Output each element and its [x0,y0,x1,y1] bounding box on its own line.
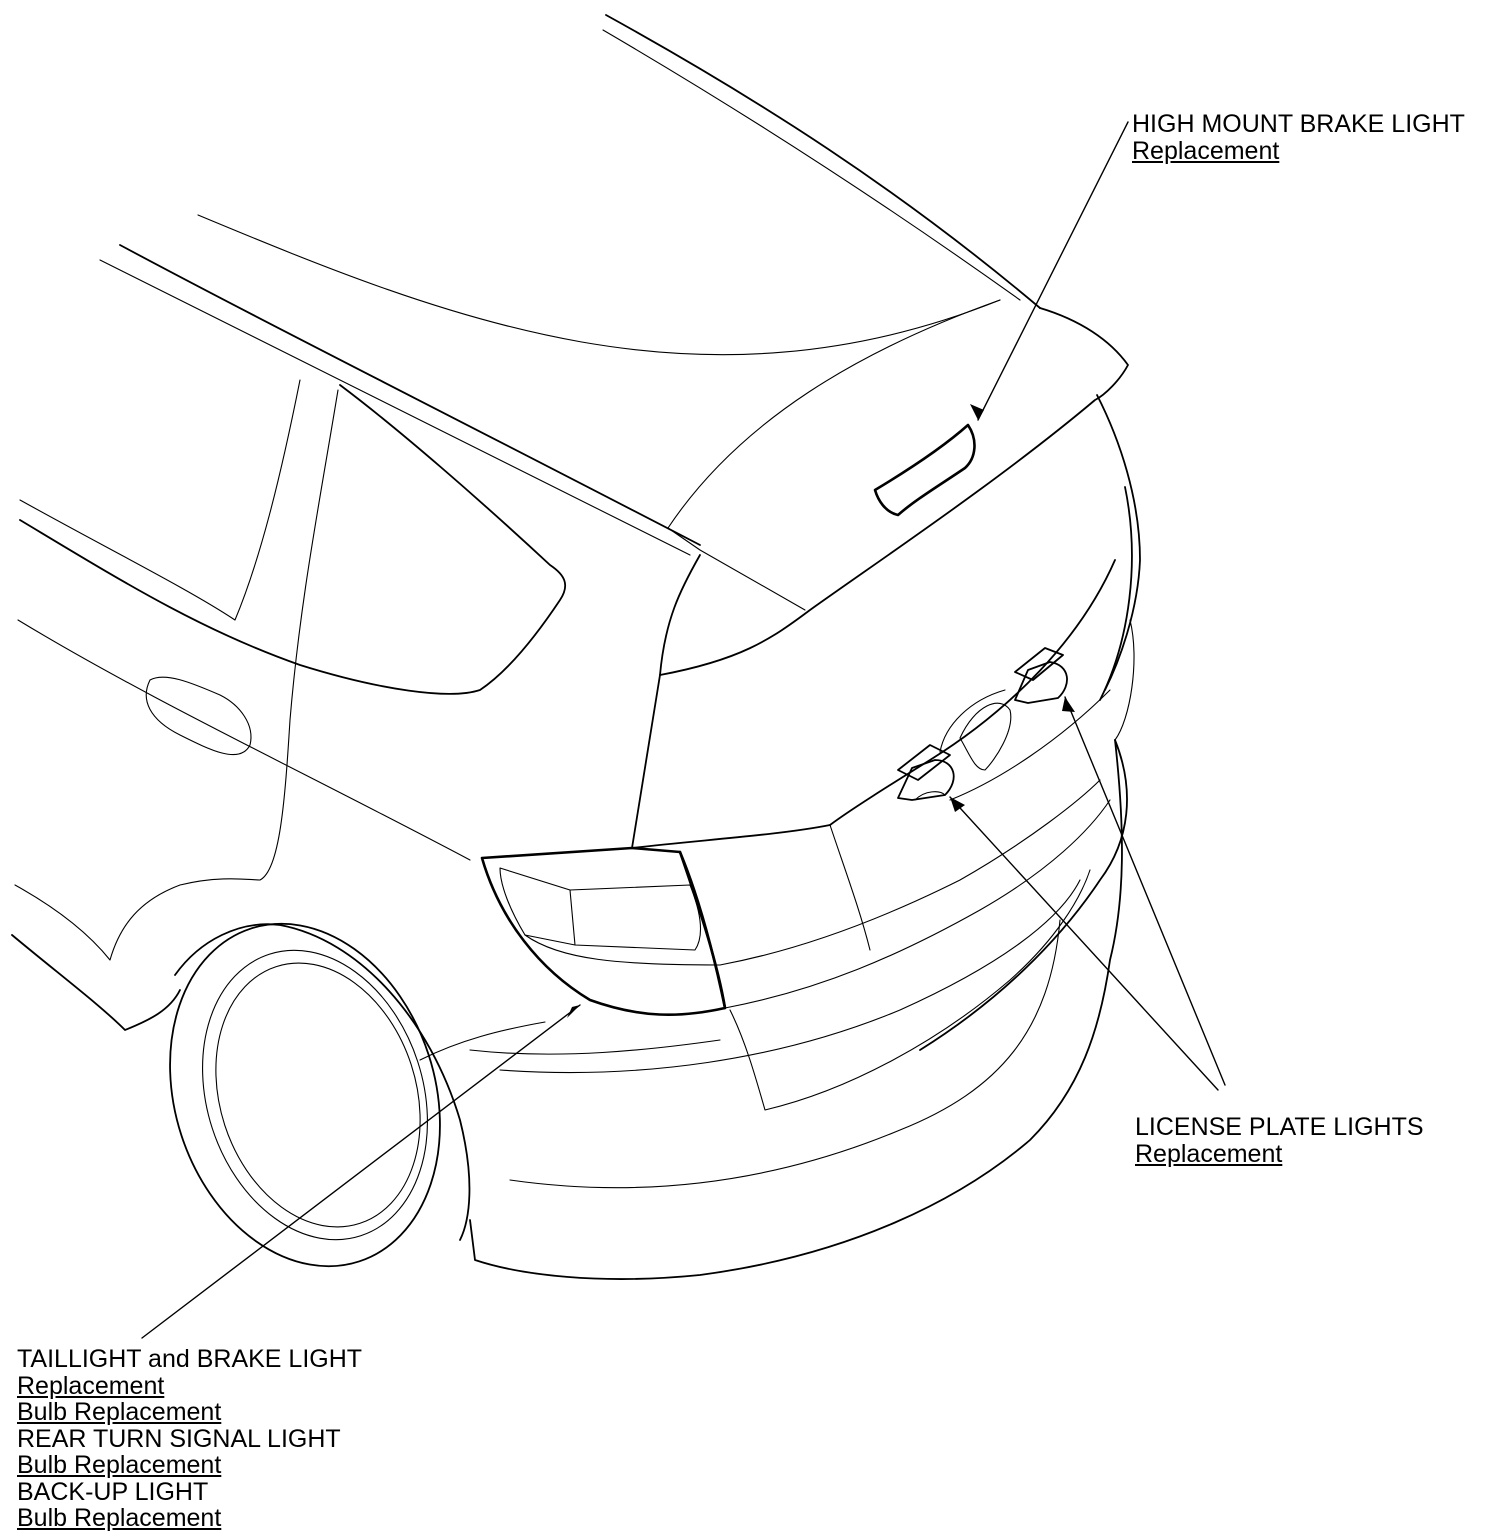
back-up-light-title: BACK-UP LIGHT [17,1477,209,1506]
back-up-light-bulb-replacement-link[interactable]: Bulb Replacement [17,1504,222,1532]
license-plate-lights-title: LICENSE PLATE LIGHTS [1135,1113,1424,1141]
rear-wheel [169,922,471,1268]
license-plate-lights-replacement-link[interactable]: Replacement [1135,1139,1283,1168]
high-mount-brake-light-shape [873,423,976,517]
plate-recess [939,689,1012,771]
rear-bumper [419,739,1128,1280]
taillight-callout: TAILLIGHT and BRAKE LIGHT Replacement Bu… [17,1346,362,1532]
taillight-replacement-link[interactable]: Replacement [17,1371,165,1400]
high-mount-brake-light-callout: HIGH MOUNT BRAKE LIGHT Replacement [1132,111,1465,164]
spoiler-and-hatch [631,299,1141,849]
high-mount-brake-light-replacement-link[interactable]: Replacement [1132,136,1280,165]
rear-turn-signal-title: REAR TURN SIGNAL LIGHT [17,1424,341,1453]
rear-turn-signal-bulb-replacement-link[interactable]: Bulb Replacement [17,1451,222,1479]
side-window [19,379,567,881]
license-plate-lights-callout: LICENSE PLATE LIGHTS Replacement [1135,1114,1424,1167]
roof-lines [99,14,1041,556]
taillight-brake-light-title: TAILLIGHT and BRAKE LIGHT [17,1345,363,1373]
leader-lines [141,121,1226,1339]
license-plate-light-right [1014,647,1068,704]
taillight-bulb-replacement-link[interactable]: Bulb Replacement [17,1398,222,1426]
high-mount-brake-light-title: HIGH MOUNT BRAKE LIGHT [1132,110,1465,138]
license-plate-light-left [897,744,955,801]
taillight-shape [480,846,727,1017]
body-side [11,619,471,1031]
